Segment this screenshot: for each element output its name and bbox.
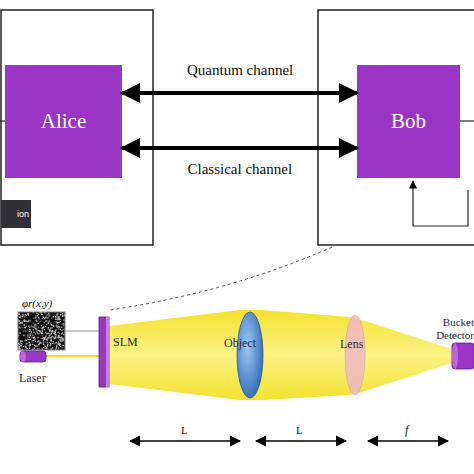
component-label: Object [224, 336, 256, 351]
channel-label: Quantum channel [187, 62, 293, 79]
light-beam [109, 310, 455, 400]
component-label: Laser [19, 371, 46, 386]
slm-panel-outline [99, 317, 109, 387]
channel-arrow [122, 146, 357, 150]
dimension-arrow [368, 440, 448, 442]
party-name: Bob [391, 109, 426, 134]
laser-beam [46, 355, 99, 357]
section-tag: ion [1, 200, 31, 228]
object-lens: Object [237, 312, 263, 398]
distance-label: L [296, 424, 303, 436]
laser-source-outline [20, 351, 46, 362]
object-lens-outline [237, 312, 263, 398]
speckle-noise [18, 312, 65, 350]
laser-source: Laser [20, 351, 46, 362]
focal-label: f [405, 423, 408, 438]
wire [460, 120, 474, 121]
dimension-arrow [130, 440, 240, 442]
channel-label: Classical channel [188, 161, 293, 178]
component-label: SLM [113, 335, 138, 350]
party-box: Alice [5, 65, 122, 178]
bucket-detector-outline [452, 343, 474, 369]
leader-line [65, 331, 99, 332]
component-label: Bucket Detector [414, 316, 474, 342]
slm-panel: SLM [99, 317, 109, 387]
distance-label: L [181, 424, 188, 436]
bob-frame [318, 10, 474, 245]
bucket-detector: Bucket Detector [452, 343, 474, 369]
channel-arrow [122, 91, 357, 95]
party-box: Bob [357, 65, 460, 178]
party-name: Alice [41, 109, 86, 134]
zoom-curve [110, 247, 332, 310]
phase-label: φr(x,y) [22, 297, 52, 309]
dimension-arrow [256, 440, 346, 442]
imaging-lens: Lens [345, 315, 365, 395]
alice-frame [1, 10, 153, 245]
component-label: Lens [340, 337, 363, 352]
feedback-wire [413, 181, 468, 226]
imaging-lens-outline [345, 315, 365, 395]
pattern-inset [18, 312, 65, 350]
